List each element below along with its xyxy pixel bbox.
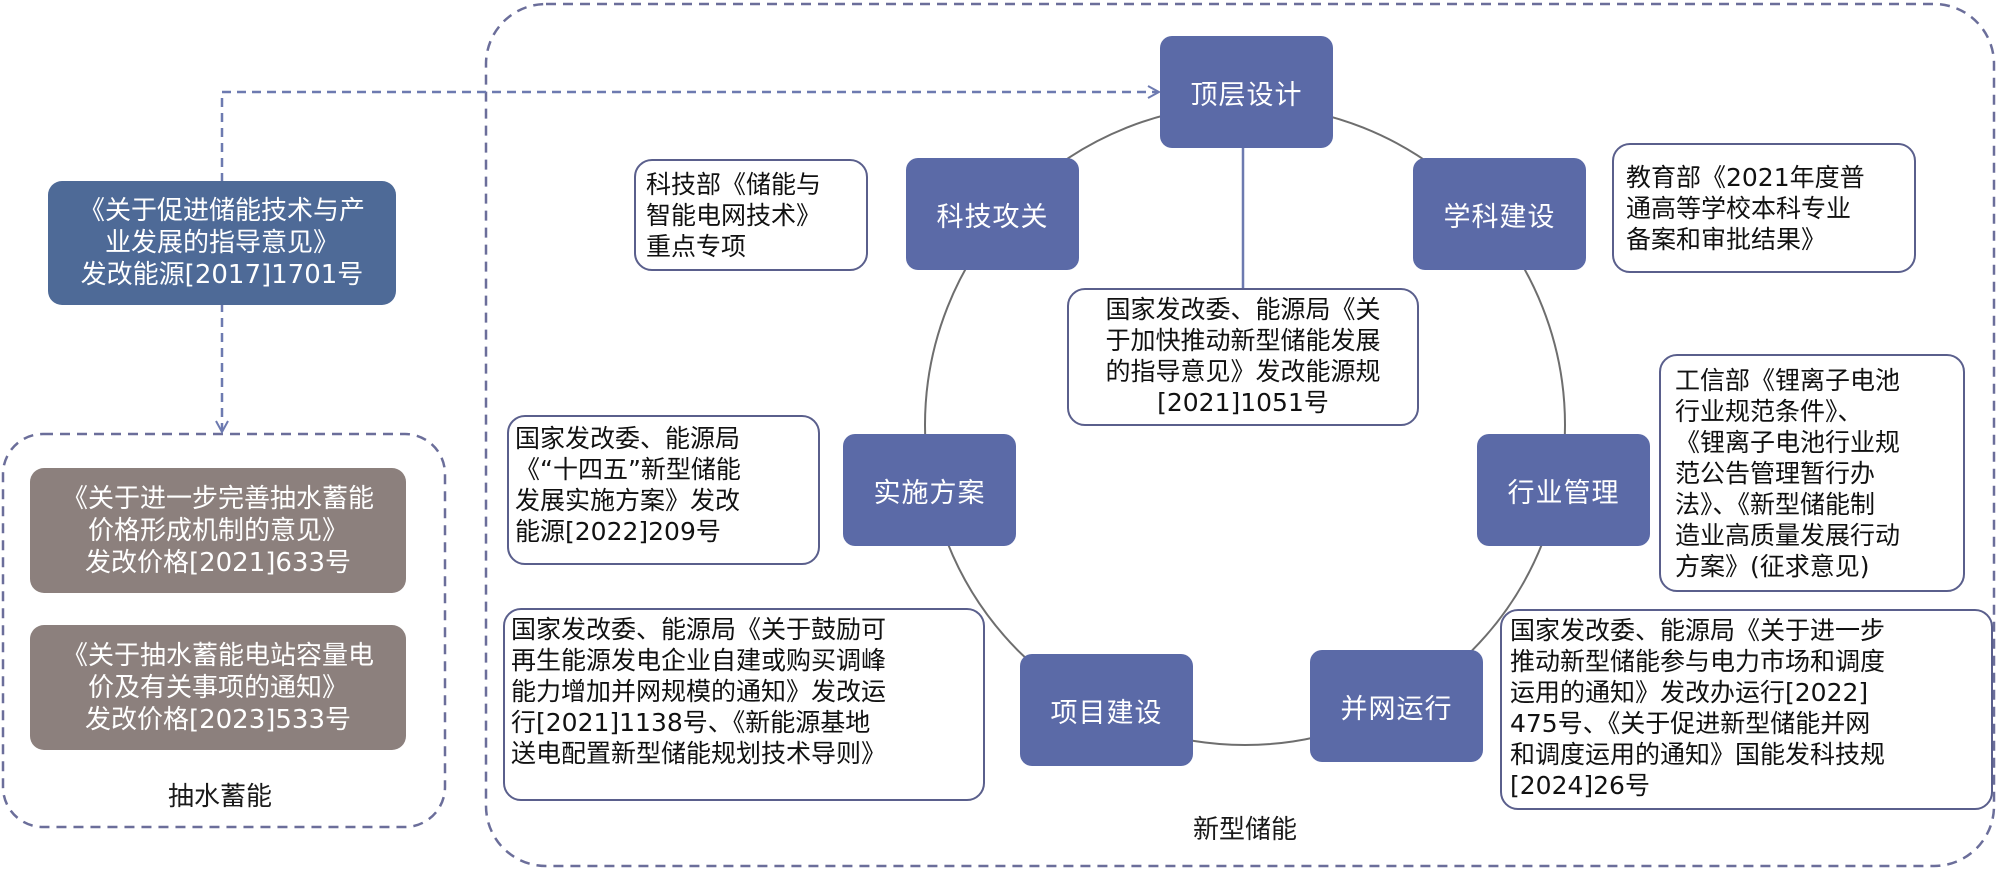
node-grid-label: 并网运行 xyxy=(1340,693,1453,725)
new-storage-group-border xyxy=(484,2,1996,868)
pumped-policy-box-1: 《关于进一步完善抽水蓄能 价格形成机制的意见》 发改价格[2021]633号 xyxy=(30,468,406,593)
pumped-policy-text-1: 《关于进一步完善抽水蓄能 价格形成机制的意见》 发改价格[2021]633号 xyxy=(61,483,374,578)
tech-policy-box: 科技部《储能与 智能电网技术》 重点专项 xyxy=(634,159,868,271)
node-top-design: 顶层设计 xyxy=(1160,36,1333,148)
implementation-policy-text: 国家发改委、能源局 《“十四五”新型储能 发展实施方案》发改 能源[2022]2… xyxy=(515,424,741,546)
education-policy-box: 教育部《2021年度普 通高等学校本科专业 备案和审批结果》 xyxy=(1612,143,1916,273)
implementation-policy-box: 国家发改委、能源局 《“十四五”新型储能 发展实施方案》发改 能源[2022]2… xyxy=(507,415,820,565)
dashed-arrow-to-top-design xyxy=(220,92,1158,182)
top-policy-box: 《关于促进储能技术与产 业发展的指导意见》 发改能源[2017]1701号 xyxy=(48,181,396,305)
grid-policy-text: 国家发改委、能源局《关于进一步 推动新型储能参与电力市场和调度 运用的通知》发改… xyxy=(1510,616,1886,800)
industry-policy-box: 工信部《锂离子电池 行业规范条件》、 《锂离子电池行业规 范公告管理暂行办 法》… xyxy=(1659,354,1965,592)
new-storage-label: 新型储能 xyxy=(1192,815,1297,845)
grid-policy-box: 国家发改委、能源局《关于进一步 推动新型储能参与电力市场和调度 运用的通知》发改… xyxy=(1500,609,1993,810)
node-tech: 科技攻关 xyxy=(906,158,1079,270)
pumped-storage-label: 抽水蓄能 xyxy=(167,782,272,812)
top-policy-text: 《关于促进储能技术与产 业发展的指导意见》 发改能源[2017]1701号 xyxy=(78,196,365,290)
node-implementation: 实施方案 xyxy=(843,434,1016,546)
node-implementation-label: 实施方案 xyxy=(873,477,986,509)
node-industry-label: 行业管理 xyxy=(1507,477,1620,509)
pumped-storage-group-border xyxy=(1,432,447,829)
pumped-policy-text-2: 《关于抽水蓄能电站容量电 价及有关事项的通知》 发改价格[2023]533号 xyxy=(61,640,374,735)
node-discipline-label: 学科建设 xyxy=(1443,201,1556,233)
node-tech-label: 科技攻关 xyxy=(936,201,1049,233)
center-policy-text: 国家发改委、能源局《关 于加快推动新型储能发展 的指导意见》发改能源规 [202… xyxy=(1105,295,1381,417)
tech-policy-text: 科技部《储能与 智能电网技术》 重点专项 xyxy=(646,169,822,261)
industry-policy-text: 工信部《锂离子电池 行业规范条件》、 《锂离子电池行业规 范公告管理暂行办 法》… xyxy=(1675,365,1901,581)
node-project: 项目建设 xyxy=(1020,654,1193,766)
node-project-label: 项目建设 xyxy=(1050,697,1163,729)
education-policy-text: 教育部《2021年度普 通高等学校本科专业 备案和审批结果》 xyxy=(1626,162,1865,254)
project-policy-text: 国家发改委、能源局《关于鼓励可 再生能源发电企业自建或购买调峰 能力增加并网规模… xyxy=(511,615,887,768)
center-policy-box: 国家发改委、能源局《关 于加快推动新型储能发展 的指导意见》发改能源规 [202… xyxy=(1067,288,1419,426)
project-policy-box: 国家发改委、能源局《关于鼓励可 再生能源发电企业自建或购买调峰 能力增加并网规模… xyxy=(503,608,985,801)
node-grid: 并网运行 xyxy=(1310,650,1483,762)
node-discipline: 学科建设 xyxy=(1413,158,1586,270)
node-top-design-label: 顶层设计 xyxy=(1190,79,1303,111)
node-industry: 行业管理 xyxy=(1477,434,1650,546)
pumped-policy-box-2: 《关于抽水蓄能电站容量电 价及有关事项的通知》 发改价格[2023]533号 xyxy=(30,625,406,750)
